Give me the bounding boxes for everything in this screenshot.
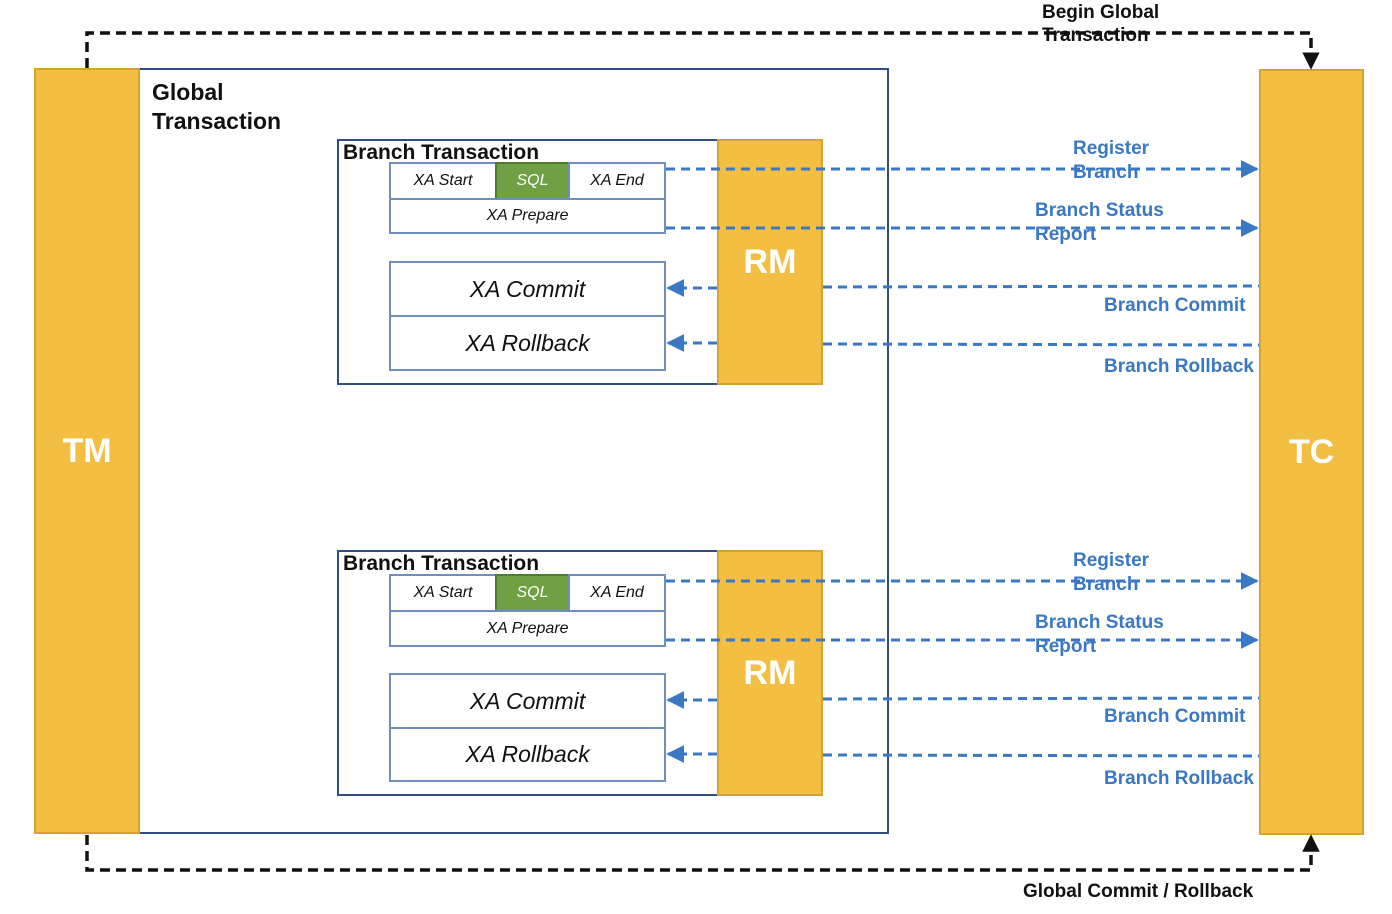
rm-label: RM [743,242,797,281]
branch-status-report-label-line1: Branch Status [1035,200,1164,221]
global-commit-rollback-label: Global Commit / Rollback [1023,881,1254,902]
branch-status-report-label: Branch Status Report [1035,199,1164,247]
register-branch-label: Register Branch [1073,549,1149,597]
xa-prepare-cell: XA Prepare [389,198,666,234]
branch-commit-arrow [822,696,1260,701]
branch-rollback-label: Branch Rollback [1104,768,1254,789]
branch-commit-label: Branch Commit [1104,295,1246,316]
register-branch-label-line1: Register [1073,550,1150,571]
begin-global-label-line1: Begin Global [1042,2,1160,23]
global-transaction-label-line2: Transaction [152,108,282,134]
xa-rollback-cell: XA Rollback [389,727,666,782]
branch-commit-arrow [822,284,1260,289]
global-transaction-label-line1: Global [152,79,224,105]
begin-global-label: Begin Global Transaction [1042,1,1242,47]
begin-global-arrow [85,31,1320,70]
branch-transaction-title: Branch Transaction [343,552,540,575]
tc-box: TC [1259,69,1364,835]
branch-rollback-arrow [822,342,1260,347]
begin-global-label-line2: Transaction [1042,25,1149,46]
rm-box: RM [717,139,823,385]
rm-box: RM [717,550,823,796]
register-branch-label: Register Branch [1073,137,1149,185]
xa-end-cell: XA End [568,574,666,612]
branch-rollback-label: Branch Rollback [1104,356,1254,377]
branch-status-report-label-line2: Report [1035,224,1097,245]
register-branch-label-line2: Branch [1073,574,1139,595]
tc-label: TC [1288,432,1335,471]
global-commit-rollback-arrow [85,834,1320,872]
branch-status-report-label-line1: Branch Status [1035,612,1164,633]
register-branch-label-line1: Register [1073,138,1150,159]
branch-rollback-arrow [822,753,1260,758]
rm-label: RM [743,653,797,692]
xa-prepare-cell: XA Prepare [389,610,666,647]
global-transaction-label: Global Transaction [152,78,352,136]
xa-commit-cell: XA Commit [389,261,666,317]
xa-start-cell: XA Start [389,574,497,612]
xa-rollback-cell: XA Rollback [389,315,666,371]
tm-box: TM [34,68,140,834]
branch-transaction-title: Branch Transaction [343,141,540,164]
branch-status-report-label: Branch Status Report [1035,611,1164,659]
branch-status-report-label-line2: Report [1035,636,1097,657]
tm-label: TM [62,431,112,470]
branch-commit-label: Branch Commit [1104,706,1246,727]
register-branch-label-line2: Branch [1073,162,1139,183]
